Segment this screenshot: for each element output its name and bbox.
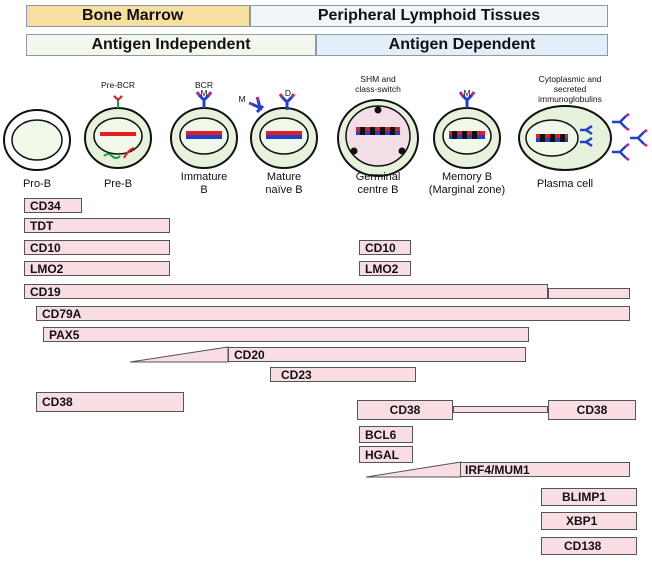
- cd19-label: CD19: [30, 284, 61, 299]
- immature-b-cell: [170, 107, 238, 169]
- marker-cd79a: CD79A: [36, 306, 630, 321]
- shm-note-2: class-switch: [355, 84, 401, 94]
- marker-cd38-link: [453, 406, 548, 413]
- stage-plasma-cell: Plasma cell: [536, 178, 594, 190]
- bcr-note: BCR: [195, 80, 213, 90]
- stage-memory-line1: Memory B: [441, 171, 493, 183]
- marker-tdt: TDT: [24, 218, 170, 233]
- lmo2-gc-label: LMO2: [365, 261, 399, 276]
- hgal-label: HGAL: [365, 447, 399, 462]
- marker-bcl6: BCL6: [359, 426, 413, 443]
- marker-cd34: CD34: [24, 198, 82, 213]
- cd34-label: CD34: [30, 198, 61, 213]
- peripheral-label: Peripheral Lymphoid Tissues: [317, 7, 541, 24]
- stage-pre-b: Pre-B: [103, 178, 133, 190]
- cyto-note-1: Cytoplasmic and: [538, 74, 602, 84]
- memory-b-cell: [433, 107, 501, 169]
- antigen-dependent-header: Antigen Dependent: [316, 34, 608, 56]
- irf4-ramp: [366, 461, 462, 478]
- stage-mature-naive-line1: Mature: [266, 171, 302, 183]
- marker-hgal: HGAL: [359, 446, 413, 463]
- cyto-note-3: immunoglobulins: [538, 94, 602, 104]
- pro-b-cell: [3, 109, 71, 171]
- m-note-2: M: [238, 94, 246, 104]
- marker-pax5: PAX5: [43, 327, 529, 342]
- m-note-3: M: [463, 88, 471, 98]
- memory-bcr-antibody-icon: [458, 91, 476, 108]
- bone-marrow-header: Bone Marrow: [26, 5, 250, 27]
- marker-lmo2-early: LMO2: [24, 261, 170, 276]
- stage-pro-b: Pro-B: [22, 178, 52, 190]
- marker-cd19: CD19: [24, 284, 548, 299]
- stage-immature-b-line2: B: [200, 184, 208, 196]
- stage-mature-naive-line2: naïve B: [265, 184, 303, 196]
- stage-immature-b-line1: Immature: [180, 171, 228, 183]
- marker-cd38-early: CD38: [36, 392, 184, 412]
- marker-cd19-tail: [548, 288, 630, 299]
- tdt-label: TDT: [30, 218, 54, 233]
- plasma-cell: [518, 105, 612, 171]
- marker-cd23: CD23: [270, 367, 416, 382]
- marker-cd138: CD138: [541, 537, 637, 555]
- cd23-label: CD23: [281, 367, 312, 382]
- antigen-independent-label: Antigen Independent: [91, 36, 251, 53]
- antigen-independent-header: Antigen Independent: [26, 34, 316, 56]
- irf4-label: IRF4/MUM1: [465, 462, 530, 477]
- cd79a-label: CD79A: [42, 306, 82, 321]
- marker-irf4-mum1: IRF4/MUM1: [460, 462, 630, 477]
- cd10-early-label: CD10: [30, 240, 61, 255]
- antigen-dependent-label: Antigen Dependent: [388, 36, 536, 53]
- marker-cd10-early: CD10: [24, 240, 170, 255]
- mature-naive-b-cell: [250, 107, 318, 169]
- bcr-antibody-icon: [195, 91, 213, 108]
- cd138-label: CD138: [564, 539, 602, 553]
- pax5-label: PAX5: [49, 327, 80, 342]
- secreted-immunoglobulin-icon: [580, 112, 648, 162]
- blimp1-label: BLIMP1: [562, 490, 607, 504]
- peripheral-header: Peripheral Lymphoid Tissues: [250, 5, 608, 27]
- cd38-early-label: CD38: [42, 395, 73, 409]
- igm-igd-antibody-icon: [248, 93, 296, 114]
- marker-xbp1: XBP1: [541, 512, 637, 530]
- xbp1-label: XBP1: [566, 514, 598, 528]
- cd10-gc-label: CD10: [365, 240, 396, 255]
- lmo2-early-label: LMO2: [30, 261, 64, 276]
- pre-bcr-note: Pre-BCR: [100, 80, 135, 90]
- cyto-note-2: secreted: [553, 84, 587, 94]
- pre-b-cell: [84, 95, 152, 169]
- bone-marrow-label: Bone Marrow: [82, 7, 184, 24]
- cd20-ramp: [130, 346, 229, 363]
- m-note-1: M: [200, 88, 208, 98]
- germinal-centre-b-cell: [337, 99, 419, 177]
- marker-lmo2-gc: LMO2: [359, 261, 411, 276]
- stage-memory-line2: (Marginal zone): [428, 184, 506, 196]
- bcl6-label: BCL6: [365, 427, 397, 442]
- pre-bcr-icon: [113, 95, 123, 102]
- marker-cd38-gc: CD38: [357, 400, 453, 420]
- cell-stages-diagram: [3, 91, 648, 177]
- marker-cd10-gc: CD10: [359, 240, 411, 255]
- stage-germinal-line1: Germinal: [355, 171, 401, 183]
- marker-blimp1: BLIMP1: [541, 488, 637, 506]
- shm-note-1: SHM and: [360, 74, 396, 84]
- cd38-gc-label: CD38: [389, 403, 421, 417]
- stage-germinal-line2: centre B: [357, 184, 399, 196]
- cd20-label: CD20: [234, 347, 265, 362]
- d-note: D: [284, 88, 292, 98]
- marker-cd38-plasma: CD38: [548, 400, 636, 420]
- cd38-plasma-label: CD38: [576, 403, 608, 417]
- marker-cd20: CD20: [228, 347, 526, 362]
